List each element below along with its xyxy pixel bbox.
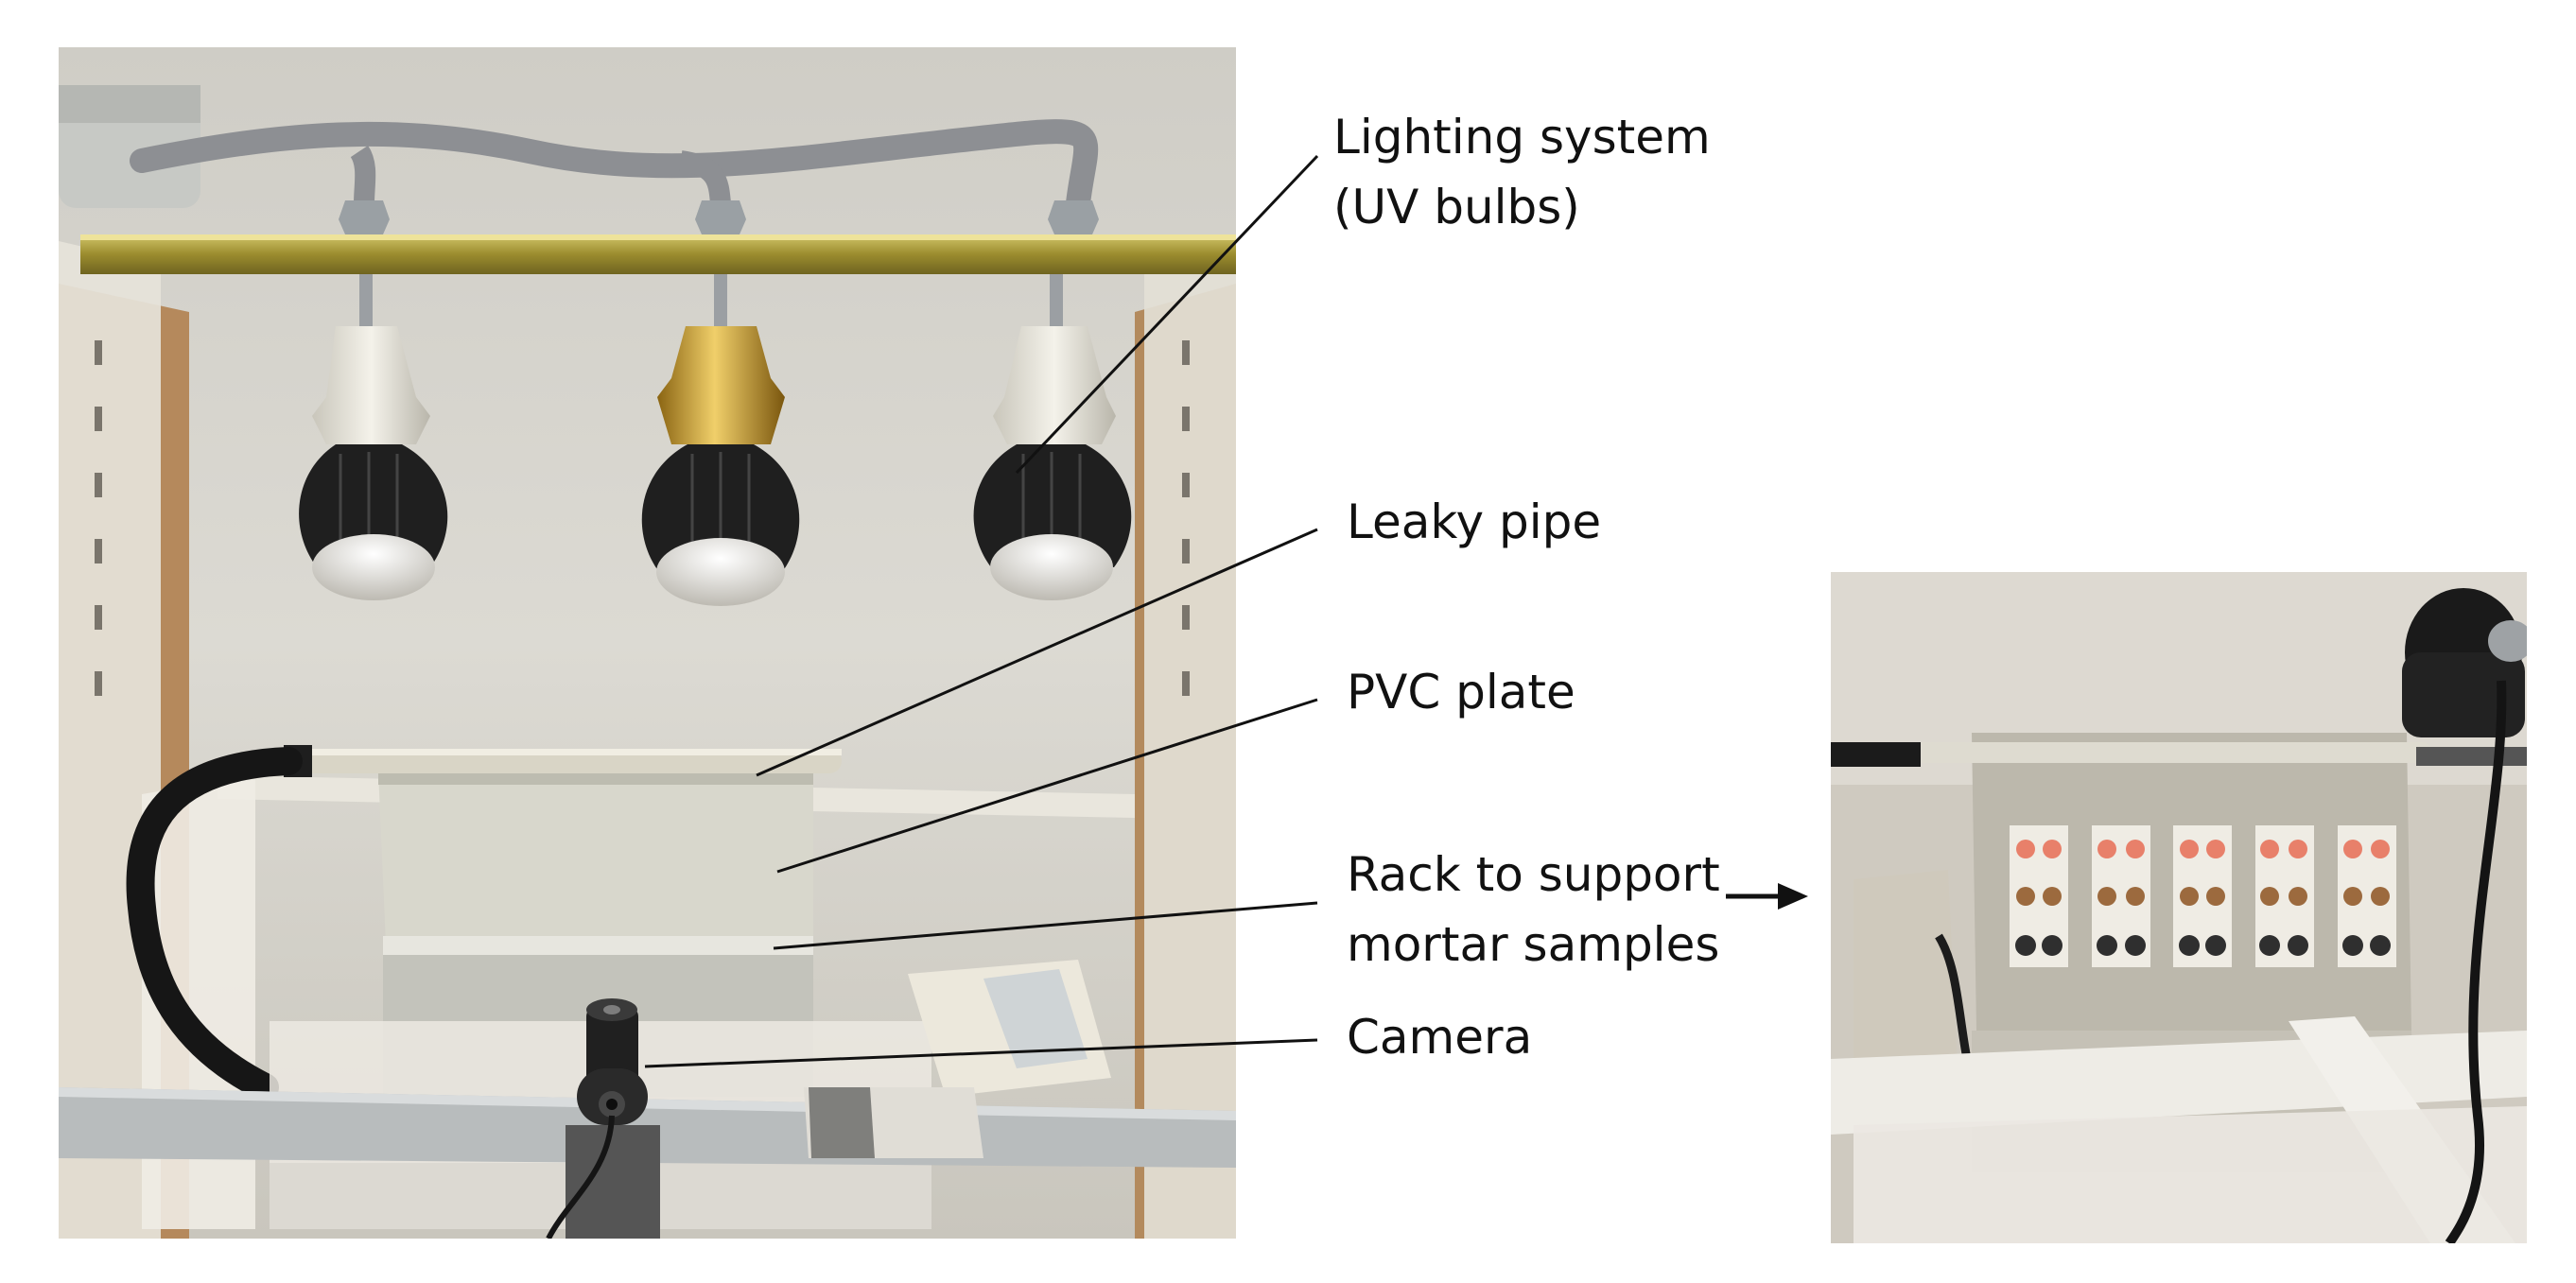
leader-lines (644, 154, 1319, 1068)
left-photo (59, 47, 1236, 1239)
leader-rack (773, 901, 1318, 950)
label-leaky-pipe: Leaky pipe (1347, 494, 1602, 549)
label-lighting-line2: (UV bulbs) (1333, 180, 1580, 234)
uv-bulb-right (973, 274, 1132, 600)
mortar-samples (2010, 825, 2396, 967)
label-pvc-plate: PVC plate (1347, 665, 1575, 720)
leader-pvc-plate (776, 698, 1318, 874)
right-photo (1831, 572, 2527, 1243)
label-camera: Camera (1347, 1010, 1533, 1065)
label-lighting-line1: Lighting system (1333, 110, 1711, 165)
camera (546, 998, 660, 1239)
right-camera (2402, 588, 2527, 1243)
label-rack-line1: Rack to support (1347, 847, 1720, 902)
leader-lighting (1015, 154, 1319, 475)
uv-bulb-center (641, 274, 800, 606)
leader-camera (644, 1038, 1318, 1068)
label-rack-line2: mortar samples (1347, 917, 1720, 972)
uv-bulb-left (299, 274, 448, 600)
leaky-pipe (284, 745, 842, 777)
arrow-to-closeup (1726, 883, 1808, 910)
leader-leaky-pipe (756, 528, 1318, 777)
